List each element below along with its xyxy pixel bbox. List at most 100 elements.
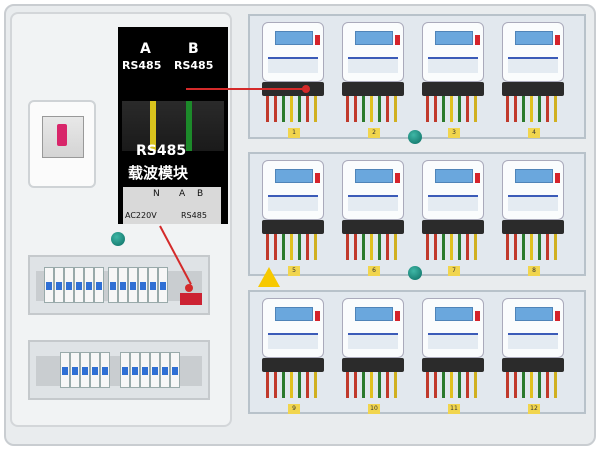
wire	[442, 372, 445, 398]
meter-display	[275, 307, 313, 321]
electric-meter	[422, 22, 484, 82]
electric-meter	[342, 298, 404, 358]
meter-wires	[266, 234, 322, 260]
breaker-bank-top	[28, 255, 210, 315]
circuit-breaker	[108, 267, 118, 303]
wire	[434, 96, 437, 122]
wire	[450, 96, 453, 122]
meter-terminal-block	[342, 220, 404, 234]
pcb-n-label: N	[153, 189, 160, 199]
wire	[458, 372, 461, 398]
circuit-breaker	[150, 352, 160, 388]
wire	[522, 234, 525, 260]
wire	[290, 234, 293, 260]
wire	[290, 96, 293, 122]
wire	[354, 372, 357, 398]
electric-meter	[262, 298, 324, 358]
meter-number-tag: 1	[288, 128, 300, 138]
meter-nameplate	[268, 57, 318, 73]
meter-nameplate	[508, 333, 558, 349]
wire	[346, 96, 349, 122]
wire	[514, 234, 517, 260]
wire	[298, 234, 301, 260]
circuit-breaker	[128, 267, 138, 303]
module-title-carrier: 载波模块	[128, 164, 189, 182]
wire	[306, 96, 309, 122]
wire	[426, 96, 429, 122]
meter-wires	[346, 372, 402, 398]
electric-meter	[502, 298, 564, 358]
meter-terminal-block	[262, 220, 324, 234]
wire	[362, 234, 365, 260]
meter-wires	[506, 372, 562, 398]
circuit-breaker	[74, 267, 84, 303]
circuit-breaker	[158, 267, 168, 303]
wire	[442, 96, 445, 122]
electric-meter	[502, 160, 564, 220]
circuit-breaker	[138, 267, 148, 303]
wire	[546, 234, 549, 260]
wire	[466, 372, 469, 398]
wire	[282, 234, 285, 260]
electric-meter	[422, 160, 484, 220]
meter-wires	[426, 96, 482, 122]
wire	[546, 96, 549, 122]
meter-nameplate	[268, 333, 318, 349]
meter-display	[515, 169, 553, 183]
circuit-breaker	[160, 352, 170, 388]
wire	[394, 234, 397, 260]
meter-nameplate	[428, 57, 478, 73]
meter-terminal-block	[342, 358, 404, 372]
wire	[370, 372, 373, 398]
meter-button	[475, 35, 480, 45]
callout-dot	[185, 284, 193, 292]
circuit-breaker	[70, 352, 80, 388]
meter-number-tag: 8	[528, 266, 540, 276]
wire	[362, 372, 365, 398]
wire	[474, 372, 477, 398]
electric-meter	[342, 22, 404, 82]
green-wire	[186, 101, 192, 151]
wire	[450, 372, 453, 398]
circuit-breaker	[120, 352, 130, 388]
meter-nameplate	[268, 195, 318, 211]
wire	[522, 372, 525, 398]
wire	[378, 234, 381, 260]
meter-display	[515, 307, 553, 321]
wire	[434, 372, 437, 398]
wire	[354, 234, 357, 260]
wire	[546, 372, 549, 398]
circuit-breaker	[170, 352, 180, 388]
meter-button	[395, 35, 400, 45]
meter-number-tag: 12	[528, 404, 540, 414]
wire	[314, 372, 317, 398]
wire	[266, 96, 269, 122]
meter-terminal-block	[422, 220, 484, 234]
circuit-breaker	[90, 352, 100, 388]
meter-button	[555, 35, 560, 45]
wire	[554, 234, 557, 260]
wire	[266, 372, 269, 398]
meter-terminal-block	[262, 358, 324, 372]
wire	[378, 96, 381, 122]
wire	[530, 234, 533, 260]
wire	[274, 234, 277, 260]
hazard-warning-icon	[258, 267, 280, 287]
wire	[506, 234, 509, 260]
wire	[378, 372, 381, 398]
wire	[514, 372, 517, 398]
meter-terminal-block	[502, 82, 564, 96]
meter-wires	[346, 234, 402, 260]
meter-display	[435, 31, 473, 45]
meter-nameplate	[508, 195, 558, 211]
meter-button	[555, 311, 560, 321]
wire	[386, 234, 389, 260]
wire	[506, 96, 509, 122]
pcb-a-label: A	[179, 189, 186, 199]
wire	[426, 372, 429, 398]
wire	[538, 234, 541, 260]
wire	[458, 96, 461, 122]
wire	[450, 234, 453, 260]
terminal-a-label: A	[140, 41, 151, 57]
wire	[530, 96, 533, 122]
